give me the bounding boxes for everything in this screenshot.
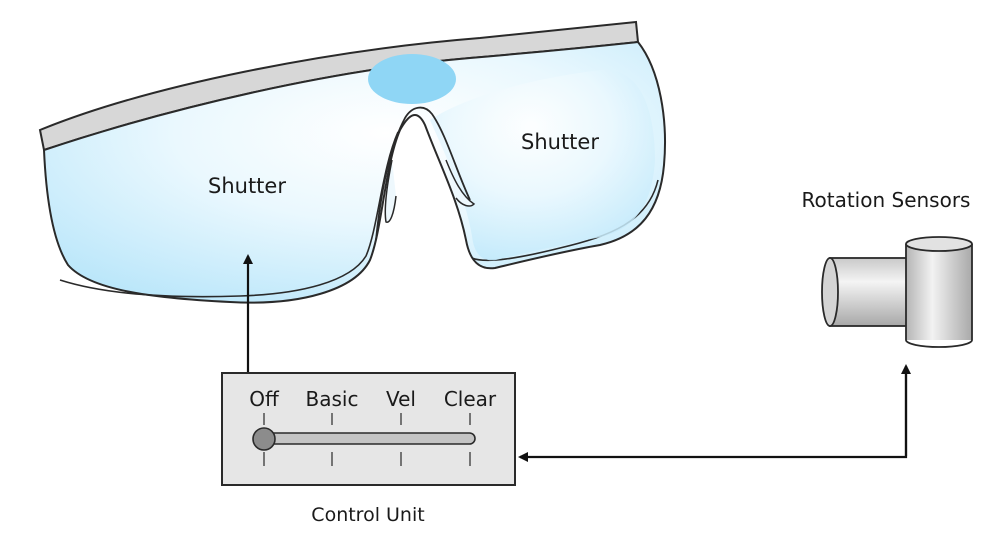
goggles: Shutter Shutter [38, 20, 666, 304]
switch-label-basic: Basic [306, 387, 359, 411]
nose-bridge-sensor-spot [368, 54, 456, 104]
vertical-sensor-top [905, 236, 973, 252]
control-unit-title: Control Unit [311, 504, 424, 526]
vertical-sensor-outline [905, 244, 973, 348]
control-unit-box [221, 372, 516, 486]
sensor-to-control-connector [518, 372, 908, 462]
goggle-nose-bridge [375, 106, 471, 241]
left-shutter-label: Shutter [208, 174, 286, 198]
mode-slider-track[interactable] [261, 432, 476, 445]
goggle-nose-pad-right [445, 159, 476, 207]
rotation-sensors: Rotation Sensors [802, 188, 973, 348]
mode-slider-knob[interactable] [252, 427, 276, 451]
vertical-sensor-body [906, 244, 972, 340]
goggle-nose-pad-left [384, 159, 397, 223]
horizontal-sensor-end [821, 257, 839, 327]
switch-ticks [263, 413, 471, 466]
switch-label-vel: Vel [386, 387, 416, 411]
rotation-sensors-title: Rotation Sensors [802, 188, 971, 212]
horizontal-sensor-body [829, 257, 913, 327]
right-shutter-label: Shutter [521, 130, 599, 154]
control-unit: Off Basic Vel Clear Control Unit [221, 372, 516, 526]
switch-label-clear: Clear [444, 387, 497, 411]
switch-label-off: Off [249, 387, 280, 411]
goggle-right-lens [430, 69, 655, 261]
